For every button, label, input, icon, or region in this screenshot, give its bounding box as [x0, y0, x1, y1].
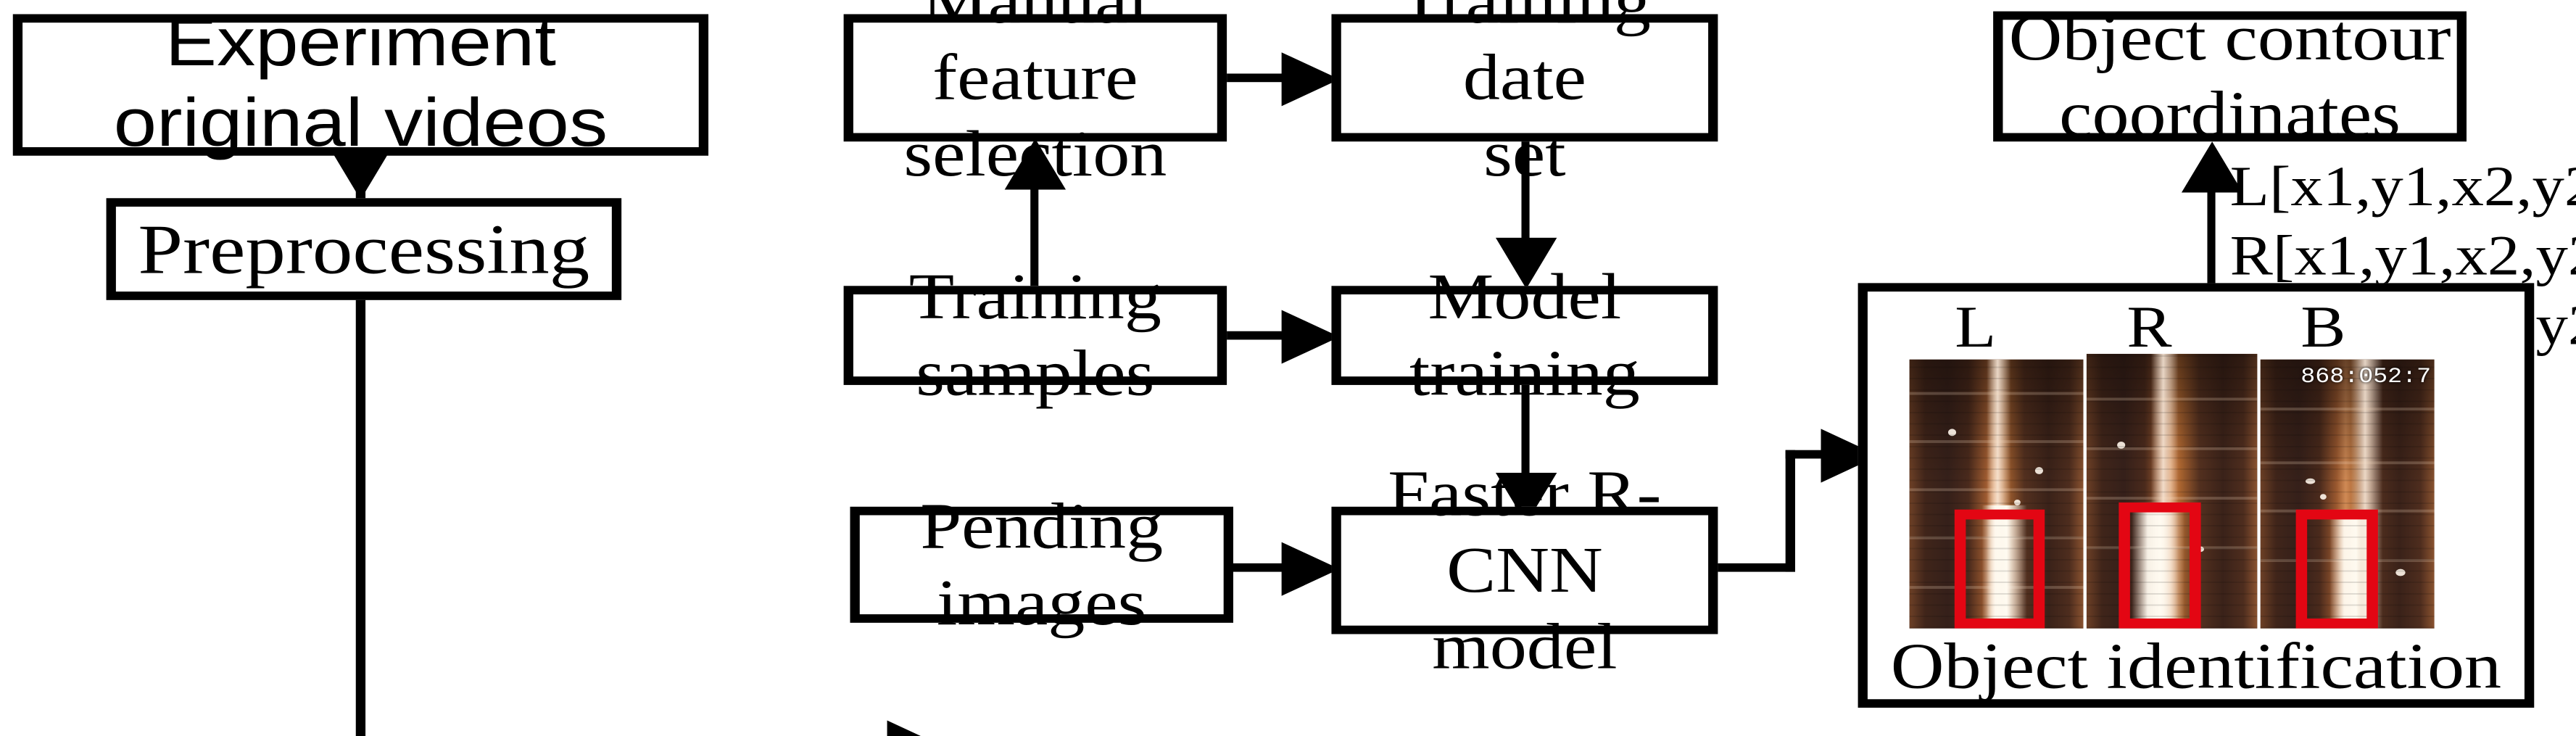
- detection-bounding-box-L: [1955, 510, 2045, 629]
- identification-image-L: [1909, 359, 2084, 629]
- node-label-line2: model: [1432, 610, 1618, 683]
- arrowhead-manual-to-training-date-set: [1281, 52, 1340, 107]
- specimen-image: [2260, 359, 2435, 629]
- detection-bounding-box-R: [2119, 502, 2201, 629]
- node-manual-feature-selection[interactable]: Manual feature selection: [843, 0, 1227, 190]
- identification-image-label-R: R: [2126, 295, 2172, 361]
- arrowhead-videos-to-preprocessing: [330, 148, 392, 200]
- arrowhead-to-training-samples: [887, 720, 945, 736]
- specimen-image: [2086, 353, 2258, 629]
- node-label-line1: Faster R-CNN: [1388, 456, 1662, 606]
- identification-image-label-L: L: [1955, 295, 1997, 361]
- identification-image-B: 868:052:7: [2260, 359, 2435, 629]
- connector-faster-rcnn-out: [1718, 563, 1795, 572]
- connector-model-training-to-faster-rcnn: [1521, 384, 1530, 516]
- node-training-samples[interactable]: Training samples: [843, 260, 1227, 409]
- connector-preprocessing-to-frames: [355, 299, 366, 736]
- node-model-training[interactable]: Model training: [1331, 260, 1718, 409]
- node-label: Preprocessing: [138, 208, 590, 289]
- connector-identification-to-contour: [2207, 152, 2216, 294]
- node-training-date-set[interactable]: Training date set: [1331, 0, 1718, 190]
- arrowhead-identification-to-contour: [2181, 141, 2243, 193]
- node-object-contour-coordinates[interactable]: Object contour coordinates: [1993, 1, 2467, 150]
- arrowhead-pending-images-to-faster-rcnn: [1281, 542, 1340, 596]
- node-pending-images[interactable]: Pending images: [850, 489, 1233, 638]
- node-label: Experiment original videos: [113, 6, 608, 162]
- identification-image-R: [2086, 353, 2258, 629]
- node-label: Pending images: [920, 489, 1164, 639]
- connector-to-object-identification: [1785, 450, 1853, 459]
- node-label-line2: coordinates: [2059, 78, 2401, 150]
- node-experiment-original-videos[interactable]: Experiment original videos: [12, 7, 709, 162]
- detection-timestamp: 868:052:7: [2300, 365, 2432, 389]
- connector-faster-rcnn-riser: [1785, 450, 1795, 572]
- connector-training-samples-to-manual: [1030, 147, 1039, 286]
- arrowhead-training-samples-to-model-training: [1281, 310, 1340, 364]
- connector-pending-images-to-faster-rcnn: [1233, 563, 1327, 572]
- arrowhead-training-samples-to-manual: [1004, 138, 1067, 190]
- node-faster-rcnn-model[interactable]: Faster R-CNN model: [1331, 457, 1718, 682]
- arrowhead-training-date-set-to-model-training: [1495, 237, 1557, 289]
- detection-bounding-box-B: [2295, 510, 2379, 629]
- object-identification-caption: Object identification: [1890, 629, 2502, 703]
- connector-manual-to-training-date-set: [1227, 73, 1327, 83]
- node-label-line1: Object contour: [2008, 1, 2451, 73]
- node-label-line1: Training date: [1398, 0, 1652, 113]
- coord-line-R: R[x1,y1,x2,y2]: [2229, 223, 2576, 287]
- connector-training-samples-to-model-training: [1227, 331, 1327, 340]
- connector-training-date-set-to-model-training: [1521, 141, 1530, 281]
- node-preprocessing[interactable]: Preprocessing: [106, 198, 622, 300]
- coord-line-L: L[x1,y1,x2,y2]: [2229, 154, 2576, 218]
- identification-image-label-B: B: [2300, 295, 2346, 361]
- node-label-line1: Manual feature: [922, 0, 1148, 113]
- node-label: Training samples: [908, 260, 1161, 410]
- specimen-image: [1909, 359, 2084, 629]
